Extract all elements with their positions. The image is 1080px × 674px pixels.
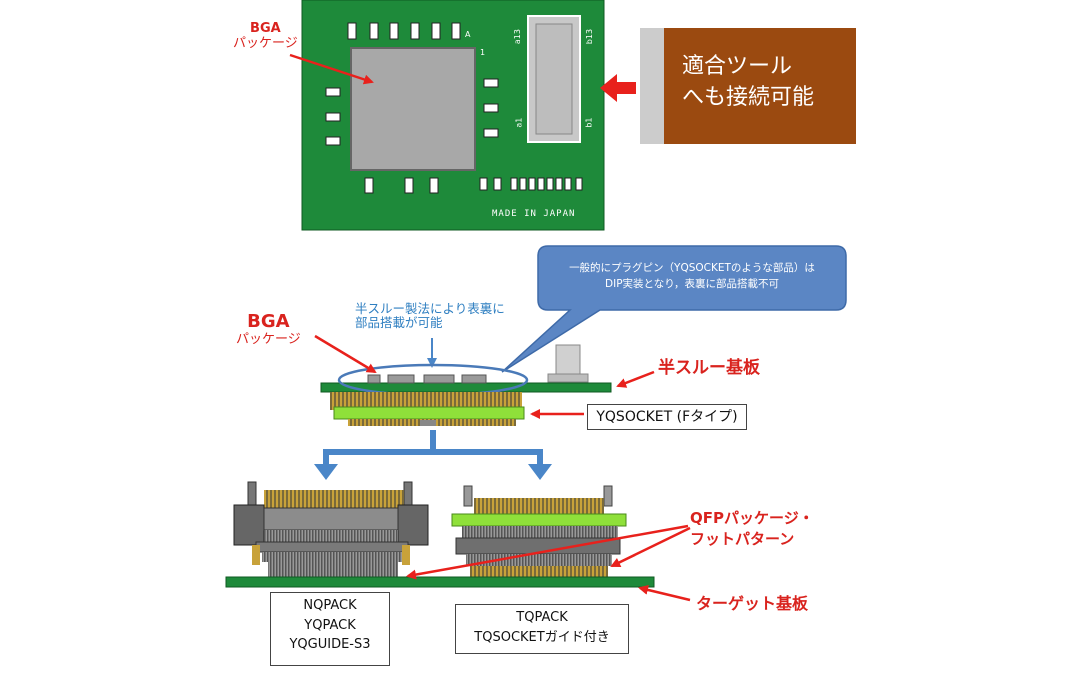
- left-box-item-2: YQPACK: [304, 617, 356, 633]
- qfp-label-line1: QFPパッケージ・: [690, 509, 814, 527]
- connector-body: [535, 23, 573, 135]
- left-box-item-3: YQGUIDE-S3: [289, 637, 371, 652]
- silk-a13: a13: [512, 29, 522, 45]
- bga-top-arrow: [289, 53, 374, 85]
- tool-arrow: [600, 74, 636, 102]
- target-board-label: ターゲット基板: [696, 594, 809, 613]
- callout-line2: DIP実装となり，表裏に部品搭載不可: [605, 278, 779, 291]
- silk-a1: a1: [514, 117, 524, 128]
- target-board-arrow: [638, 585, 691, 602]
- half-through-arrow: [616, 370, 655, 388]
- bga-bottom-label: BGA パッケージ: [236, 311, 301, 348]
- yqsocket-label: YQSOCKET (Fタイプ): [587, 404, 747, 430]
- left-pad-column: [325, 87, 341, 146]
- right-assembly: [451, 485, 627, 578]
- half-through-note-line2: 部品搭載が可能: [355, 315, 443, 331]
- silk-1: 1: [480, 48, 486, 57]
- top-pad-row: [347, 22, 461, 40]
- silk-a: A: [465, 30, 471, 39]
- socket-center-pin: [420, 420, 436, 426]
- made-in-japan: MADE IN JAPAN: [492, 209, 576, 219]
- socket-upper-pins: [330, 392, 522, 410]
- bga-bottom-label-line1: BGA: [247, 311, 290, 332]
- bga-chip: [350, 47, 476, 171]
- left-assembly: [233, 481, 429, 578]
- tool-box-line1: 適合ツール: [682, 54, 793, 79]
- bga-top-label: BGA パッケージ: [233, 21, 298, 52]
- split-arrow-left-head: [314, 464, 338, 480]
- callout-line1: 一般的にプラグピン（YQSOCKETのような部品）は: [569, 262, 815, 274]
- bottom-pads: [364, 177, 583, 194]
- right-box-item-2: TQSOCKETガイド付き: [474, 629, 610, 645]
- target-board: [225, 576, 655, 588]
- silk-b13: b13: [585, 28, 595, 45]
- half-through-board-label: 半スルー基板: [658, 358, 760, 378]
- qfp-label-line2: フットパターン: [690, 530, 795, 549]
- tool-box-line2: へも接続可能: [682, 85, 815, 111]
- right-product-box: TQPACK TQSOCKETガイド付き: [455, 604, 629, 654]
- qfp-label: QFPパッケージ・ フットパターン: [690, 509, 814, 549]
- top-pcb: [301, 0, 605, 231]
- tool-box-text: 適合ツール へも接続可能: [682, 54, 814, 111]
- qfp-arrow-left: [406, 524, 689, 580]
- half-through-note: 半スルー製法により表裏に 部品搭載が可能: [355, 301, 505, 331]
- split-arrows: [323, 430, 543, 466]
- left-product-box: NQPACK YQPACK YQGUIDE-S3: [270, 592, 390, 666]
- callout-bubble: [501, 245, 847, 373]
- bga-bottom-label-line2: パッケージ: [236, 331, 301, 347]
- tool-box: [640, 28, 856, 144]
- callout-text: 一般的にプラグピン（YQSOCKETのような部品）は DIP実装となり，表裏に部…: [540, 262, 844, 290]
- yqsocket-board: [333, 406, 525, 420]
- bga-top-label-line2: パッケージ: [233, 35, 298, 51]
- qfp-arrow-right: [610, 526, 691, 568]
- plug-pin-base: [547, 373, 589, 383]
- silk-b1: b1: [584, 117, 594, 128]
- top-side-parts: [367, 374, 487, 384]
- half-through-note-line1: 半スルー製法により表裏に: [355, 301, 505, 316]
- tool-box-fill: [664, 28, 856, 144]
- right-box-item-1: TQPACK: [516, 610, 568, 625]
- mid-pad-column: [483, 78, 499, 138]
- split-arrow-right-head: [528, 464, 552, 480]
- left-box-item-1: NQPACK: [303, 598, 357, 613]
- bga-bottom-arrow: [314, 334, 377, 374]
- bga-top-label-line1: BGA: [250, 21, 281, 36]
